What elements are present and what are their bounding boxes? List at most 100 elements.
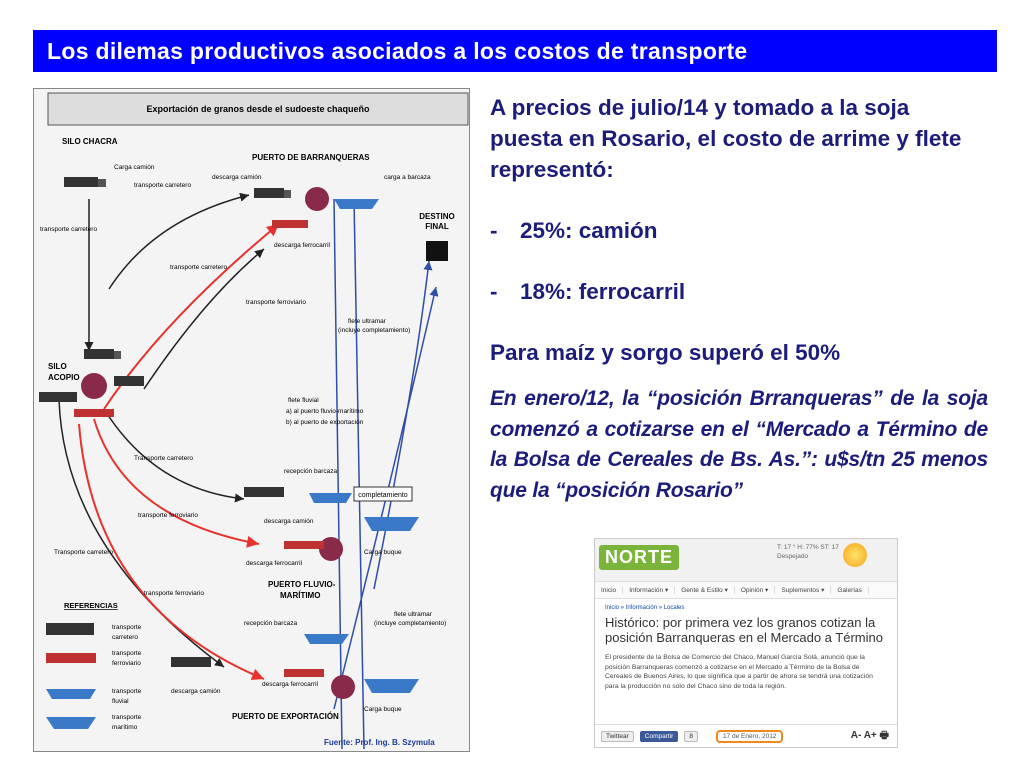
acopio-circle [81,373,107,399]
truck-icon-exportacion [171,657,211,667]
carga-barcaza-label: carga a barcaza [384,174,431,181]
destino-label-2: FINAL [425,222,449,231]
silo-acopio-label-1: SILO [48,362,67,371]
slide-title: Los dilemas productivos asociados a los … [33,30,997,72]
carga-buque-label-1: Carga buque [364,549,402,556]
ship-icon-exportacion-2 [364,679,419,693]
ref-carretero-label-2: carretero [112,634,138,641]
truck-icon-chacra [64,177,106,187]
ref-maritimo-label-2: marítimo [112,724,138,731]
weather-line-1: T: 17 ° H: 77% ST: 17 [777,544,839,551]
waterway-line-2 [353,198,365,750]
news-nav: Inicio Información ▾ Gente & Estilo ▾ Op… [595,581,897,599]
diagram-svg: Exportación de granos desde el sudoeste … [39,92,469,750]
bullet-camion: - 25%: camión [490,215,988,246]
puerto-fluvio-label-1: PUERTO FLUVIO- [268,580,336,589]
font-size-controls[interactable]: A- A+ 🖶 [850,729,889,741]
train-icon-exportacion [284,669,324,677]
ship-icon-barranqueras [334,199,379,209]
flete-ultramar-label-1b: (incluye completamiento) [338,327,410,334]
carga-camion-label: Carga camión [114,164,155,171]
carga-buque-label-2: Carga buque [364,706,402,713]
ocean-to-final-2 [373,260,433,590]
transport-diagram: Exportación de granos desde el sudoeste … [33,88,470,752]
nav-galerias[interactable]: Galerías [831,586,869,594]
news-screenshot: NORTE T: 17 ° H: 77% ST: 17 Despejado In… [594,538,898,748]
ref-fluvial-label-1: transporte [112,688,142,695]
news-breadcrumb[interactable]: Inicio » Información » Locales [605,605,685,611]
nav-suplementos[interactable]: Suplementos ▾ [775,586,832,594]
facebook-share-button[interactable]: Compartir [639,730,679,742]
completamiento-box [353,486,413,502]
fuente-label: Fuente: Prof. Ing. B. Szymula [324,738,435,747]
transporte-ferroviario-label-1: transporte ferroviario [246,299,306,306]
transporte-carretero-label-4: Transporte carretero [134,455,193,462]
flete-fluvial-a-label: a) al puerto fluvio-marítimo [286,408,364,415]
ref-ferroviario-label-1: transporte [112,650,142,657]
nav-informacion[interactable]: Información ▾ [623,586,676,594]
completamiento-label: completamiento [358,492,408,499]
weather-widget: T: 17 ° H: 77% ST: 17 Despejado [777,543,839,561]
news-header: NORTE T: 17 ° H: 77% ST: 17 Despejado [595,539,897,581]
ship-icon-fluvio [309,493,352,503]
ref-fluvial-label-2: fluvial [112,698,129,705]
arrow-chacra-barranqueras [108,192,250,290]
flete-ultramar-label-2a: flete ultramar [394,611,433,618]
transporte-ferroviario-label-2: transporte ferroviario [138,512,198,519]
descarga-ferrocarril-label-3: descarga ferrocarril [262,681,319,688]
weather-line-2: Despejado [777,553,809,560]
truck-icon-acopio-3 [39,392,77,402]
truck-icon-barranqueras [254,188,291,198]
truck-icon-acopio-2 [114,376,144,386]
news-footer: Twittear Compartir 8 17 de Enero, 2012 A… [595,724,897,747]
silo-chacra-label: SILO CHACRA [62,137,118,146]
arrow-acopio-exportacion [58,398,225,668]
bullet-dash: - [490,279,498,304]
legend-barge-icon [46,689,96,699]
arrow-acopio-barranqueras [143,248,265,390]
ship-icon-fluvio-2 [364,517,419,531]
flete-fluvial-b-label: b) al puerto de exportación [286,419,364,426]
nav-gente[interactable]: Gente & Estilo ▾ [675,586,735,594]
bullet-dash: - [490,218,498,243]
flete-ultramar-label-2b: (incluye completamiento) [374,620,446,627]
flete-fluvial-label: flete fluvial [288,397,319,404]
waterway-line-1 [333,198,343,750]
news-headline: Histórico: por primera vez los granos co… [605,615,883,645]
descarga-ferrocarril-label-2: descarga ferrocarril [246,560,303,567]
rail-acopio-exportacion [78,423,265,680]
referencias-label: REFERENCIAS [64,601,118,610]
puerto-barranqueras-label: PUERTO DE BARRANQUERAS [252,153,370,162]
fluvio-circle [319,537,343,561]
ref-ferroviario-label-2: ferroviario [112,660,141,667]
transporte-ferroviario-label-3: transporte ferroviario [144,590,204,597]
train-icon-fluvio [284,541,324,549]
share-count: 8 [684,730,698,742]
legend-ship-icon [46,717,96,729]
truck-icon-fluvio [244,487,284,497]
destino-final-box [426,241,448,261]
diagram-title-box [47,92,469,126]
twitter-button[interactable]: Twittear [601,730,634,742]
news-body: El presidente de la Bolsa de Comercio de… [605,654,873,690]
descarga-ferrocarril-label-1: descarga ferrocarril [274,242,331,249]
descarga-camion-label-1: descarga camión [212,174,262,181]
news-date: 17 de Enero, 2012 [715,729,784,743]
exportacion-circle [331,675,355,699]
train-icon-barranqueras [272,220,308,228]
transporte-carretero-label-1: transporte carretero [134,182,191,189]
recepcion-barcaza-label-2: recepción barcaza [244,620,297,627]
silo-acopio-label-2: ACOPIO [48,373,80,382]
ship-icon-exportacion [304,634,349,644]
bullet-ferrocarril: - 18%: ferrocarril [490,276,988,307]
right-text-block: A precios de julio/14 y tomado a la soja… [490,92,988,506]
transporte-carretero-label-3: transporte carretero [170,264,227,271]
nav-opinion[interactable]: Opinión ▾ [735,586,776,594]
rail-acopio-fluvio [93,418,260,548]
enero-text: En enero/12, la “posición Brranqueras” d… [490,387,988,502]
ref-carretero-label-1: transporte [112,624,142,631]
nav-inicio[interactable]: Inicio [595,586,624,594]
puerto-fluvio-label-2: MARÍTIMO [280,591,320,600]
diagram-title: Exportación de granos desde el sudoeste … [146,104,370,114]
transporte-carretero-label-5: Transporte carretero [54,549,113,556]
